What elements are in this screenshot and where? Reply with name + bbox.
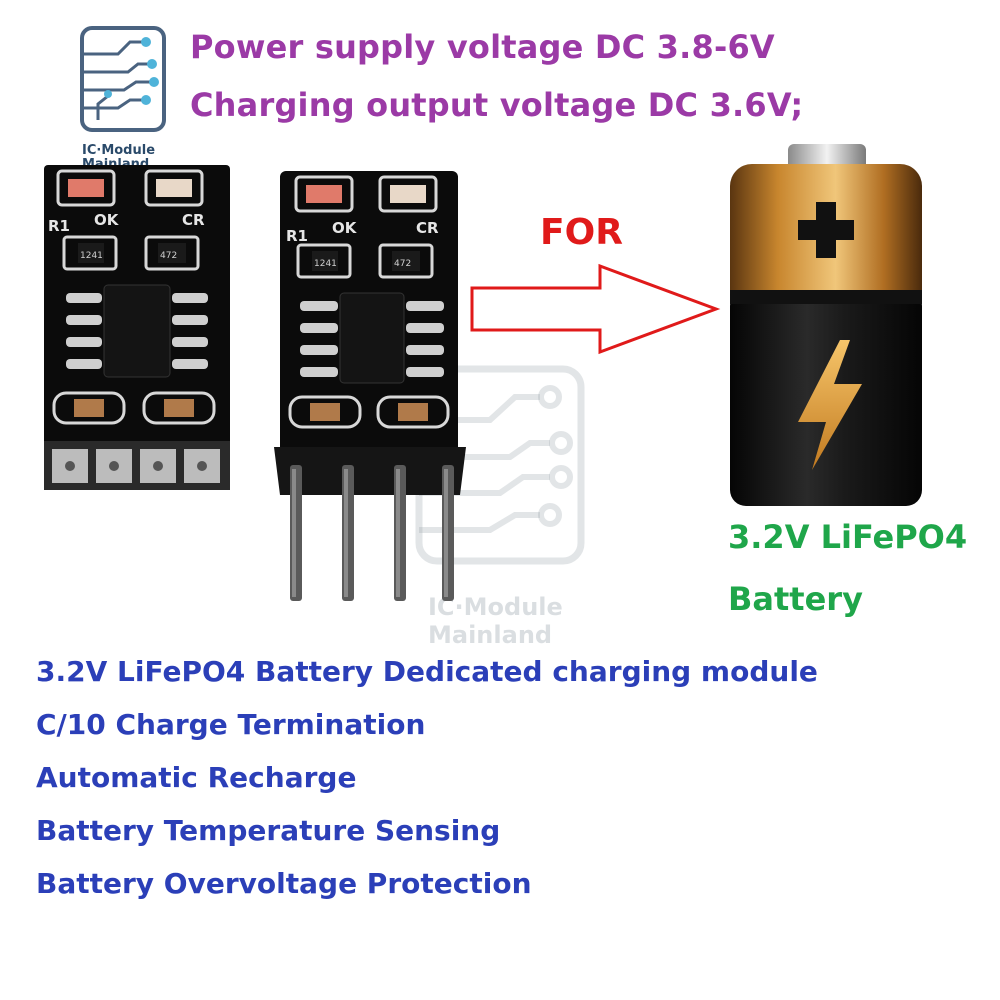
logo-line-1: IC·Module (82, 143, 156, 158)
feature-item: C/10 Charge Termination (36, 708, 426, 741)
silk-r1: R1 (48, 217, 70, 235)
silk-cr-right: CR (416, 219, 439, 237)
arrow-right-icon (470, 263, 721, 355)
battery-word-label: Battery (728, 580, 863, 618)
res-code-2: 472 (160, 251, 177, 261)
silk-ok: OK (94, 211, 120, 229)
spec-charge-output: Charging output voltage DC 3.6V; (190, 86, 804, 124)
for-label: FOR (540, 212, 623, 253)
battery-type-label: 3.2V LiFePO4 (728, 518, 968, 556)
feature-item: Automatic Recharge (36, 761, 357, 794)
silk-ok-right: OK (332, 219, 358, 237)
res-code-2-right: 472 (394, 259, 411, 269)
spec-supply-voltage: Power supply voltage DC 3.8-6V (190, 28, 775, 66)
feature-item: Battery Overvoltage Protection (36, 867, 532, 900)
res-code-1: 1241 (80, 251, 103, 261)
battery-icon (730, 144, 922, 506)
circuit-logo-icon (80, 26, 166, 132)
feature-item: Battery Temperature Sensing (36, 814, 501, 847)
silk-cr: CR (182, 211, 205, 229)
watermark-line-2: Mainland (428, 621, 553, 649)
pcb-board (44, 165, 230, 490)
feature-item: 3.2V LiFePO4 Battery Dedicated charging … (36, 655, 818, 688)
pcb-labels: R1 OK CR 1241 472 (48, 211, 205, 261)
res-code-1-right: 1241 (314, 259, 337, 269)
silk-r1-right: R1 (286, 227, 308, 245)
pcb-labels-right: R1 OK CR 1241 472 (286, 219, 439, 269)
pcb-board-with-pins (274, 171, 466, 601)
